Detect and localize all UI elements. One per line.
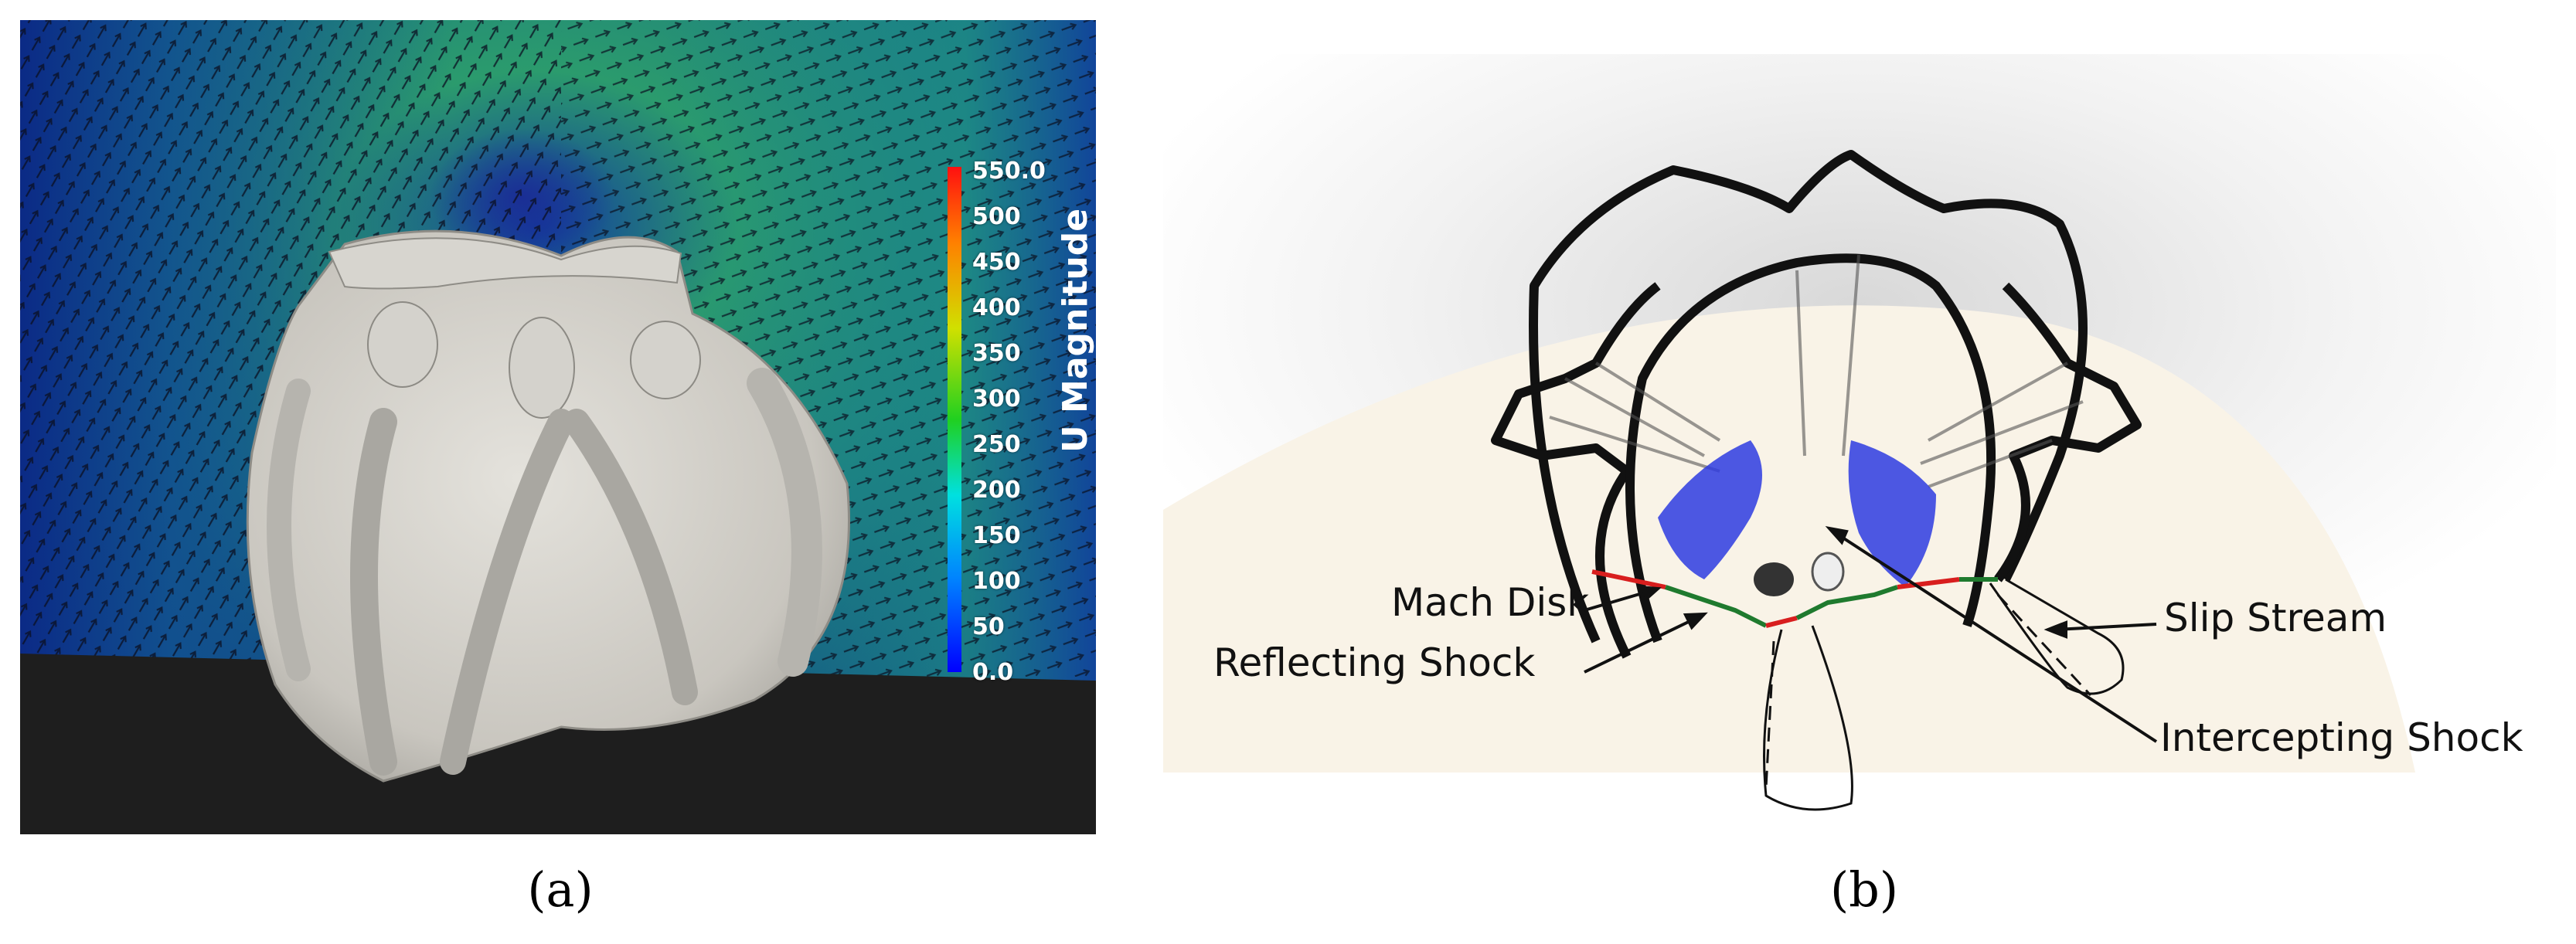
colorbar (948, 167, 961, 672)
shock-diagram (1163, 54, 2556, 811)
caption-a: (a) (527, 861, 594, 918)
shock-lines (1491, 150, 2142, 659)
panel-a-flow-visualization: 550.0 500 450 400 350 300 250 200 150 10… (20, 20, 1096, 834)
colorbar-tick-label: 350 (972, 340, 1021, 367)
label-reflecting-shock: Reflecting Shock (1213, 640, 1536, 685)
annotation-arrows (1584, 525, 2158, 743)
colorbar-tick-label: 150 (972, 522, 1021, 549)
colorbar-tick-label: 500 (972, 203, 1021, 230)
caption-b: (b) (1829, 861, 1899, 918)
blue-region-right (1848, 440, 1936, 587)
colorbar-tick-label: 300 (972, 385, 1021, 413)
reflecting-shock-line (1665, 585, 1768, 628)
blue-region-left (1658, 440, 1762, 579)
colorbar-tick-label: 400 (972, 294, 1021, 321)
label-mach-disk: Mach Disk (1391, 580, 1590, 625)
colorbar-tick-label: 250 (972, 431, 1021, 458)
label-intercepting-shock: Intercepting Shock (2160, 715, 2523, 760)
colorbar-tick-label: 100 (972, 568, 1021, 595)
bumpy-object-render (246, 229, 850, 783)
colorbar-tick-label: 450 (972, 249, 1021, 276)
colorbar-tick-label: 200 (972, 477, 1021, 504)
colorbar-title: U Magnitude (1056, 208, 1095, 453)
colorbar-tick-label: 0.0 (972, 659, 1014, 686)
colorbar-tick-label: 550.0 (972, 158, 1046, 185)
slip-stream-loops (1763, 578, 2125, 811)
label-slip-stream: Slip Stream (2164, 596, 2387, 640)
flow-field-image (20, 20, 1096, 834)
colorbar-tick-label: 50 (972, 613, 1005, 640)
domain-region (1163, 305, 2415, 773)
mach-disk-line (1591, 569, 1666, 589)
panel-b-shock-structure: Mach Disk Reflecting Shock Slip Stream I… (1163, 54, 2556, 827)
